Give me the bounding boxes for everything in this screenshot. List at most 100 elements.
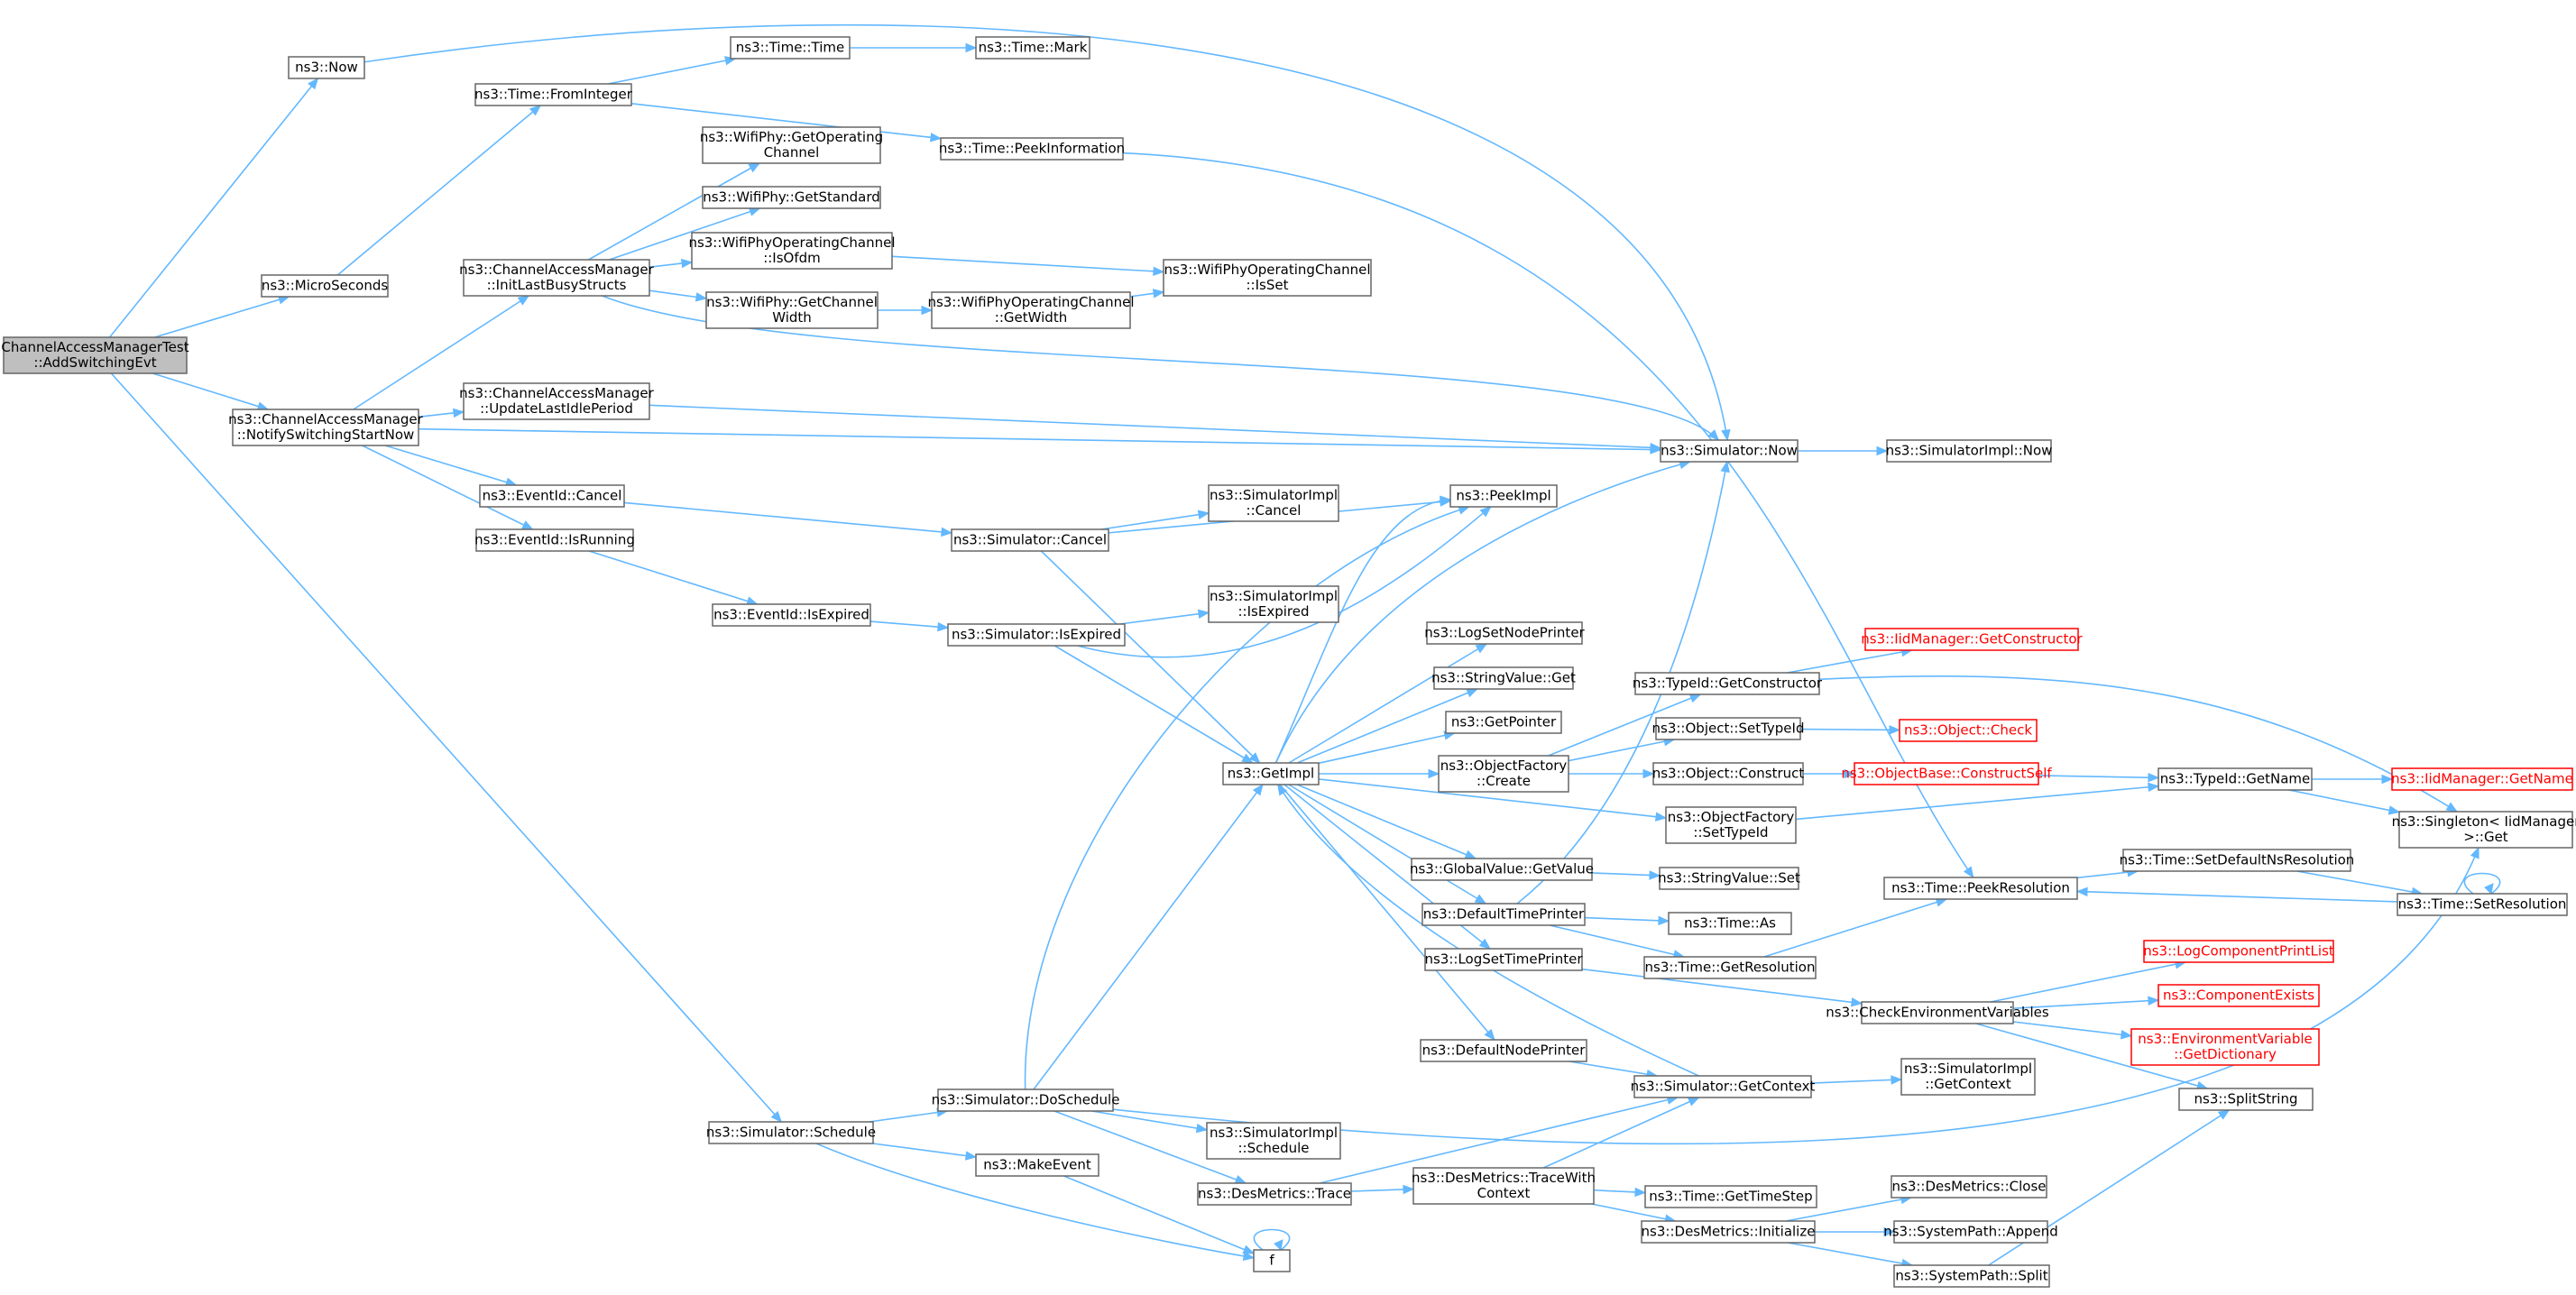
node-gettimestep[interactable]: ns3::Time::GetTimeStep	[1644, 1185, 1817, 1208]
edge-arrowhead	[1274, 1239, 1283, 1252]
node-spappend[interactable]: ns3::SystemPath::Append	[1883, 1220, 2058, 1244]
node-simexpired[interactable]: ns3::Simulator::IsExpired	[947, 623, 1126, 647]
node-timetime[interactable]: ns3::Time::Time	[730, 36, 851, 60]
node-box	[1891, 1175, 2047, 1199]
edge-arrowhead	[1963, 866, 1974, 879]
node-now[interactable]: ns3::Now	[288, 56, 365, 79]
node-constructself[interactable]: ns3::ObjectBase::ConstructSelf	[1841, 762, 2052, 785]
node-simimplnow[interactable]: ns3::SimulatorImpl::Now	[1886, 439, 2053, 463]
node-implexpired[interactable]: ns3::SimulatorImpl::IsExpired	[1208, 585, 1339, 623]
node-timemark[interactable]: ns3::Time::Mark	[975, 36, 1090, 60]
node-label: ns3::Time::GetResolution	[1645, 960, 1816, 976]
node-evcancel[interactable]: ns3::EventId::Cancel	[479, 484, 625, 508]
node-spsplit[interactable]: ns3::SystemPath::Split	[1893, 1264, 2050, 1288]
node-f[interactable]: f	[1253, 1249, 1291, 1272]
node-splitstr[interactable]: ns3::SplitString	[2178, 1088, 2314, 1111]
node-box	[2398, 811, 2573, 849]
node-box	[1864, 628, 2079, 651]
node-compexists[interactable]: ns3::ComponentExists	[2157, 984, 2320, 1007]
node-logsetnode[interactable]: ns3::LogSetNodePrinter	[1424, 621, 1586, 645]
node-label: ::IsExpired	[1238, 603, 1310, 620]
edge-gvget-strset	[1591, 872, 1661, 877]
node-micro[interactable]: ns3::MicroSeconds	[261, 274, 389, 298]
node-iidgetname[interactable]: ns3::IidManager::GetName	[2391, 767, 2573, 791]
node-singleton[interactable]: ns3::Singleton< IidManager >::Get	[2392, 811, 2576, 849]
node-box	[705, 291, 879, 329]
node-iidgetctor[interactable]: ns3::IidManager::GetConstructor	[1861, 628, 2084, 651]
node-objconstruct[interactable]: ns3::Object::Construct	[1652, 762, 1805, 785]
node-dminit[interactable]: ns3::DesMetrics::Initialize	[1641, 1220, 1816, 1244]
edge-objsettype-typegetname	[1795, 785, 2159, 821]
node-typegetname[interactable]: ns3::TypeId::GetName	[2157, 767, 2313, 791]
node-label: ns3::Time::Mark	[979, 40, 1088, 56]
node-getstd[interactable]: ns3::WifiPhy::GetStandard	[702, 186, 881, 209]
node-defnode[interactable]: ns3::DefaultNodePrinter	[1420, 1039, 1587, 1062]
node-label: ns3::ChannelAccessManager	[228, 411, 423, 427]
node-simnow[interactable]: ns3::Simulator::Now	[1660, 439, 1799, 463]
node-gvget[interactable]: ns3::GlobalValue::GetValue	[1410, 858, 1594, 881]
node-deftime[interactable]: ns3::DefaultTimePrinter	[1421, 903, 1586, 926]
node-getptr[interactable]: ns3::GetPointer	[1445, 711, 1562, 734]
node-box	[1899, 719, 2038, 742]
node-implsched[interactable]: ns3::SimulatorImpl::Schedule	[1206, 1122, 1341, 1160]
node-getctx[interactable]: ns3::Simulator::GetContext	[1631, 1075, 1816, 1098]
node-logsettime[interactable]: ns3::LogSetTimePrinter	[1424, 948, 1583, 971]
node-objcheck[interactable]: ns3::Object::Check	[1899, 719, 2038, 742]
node-box	[475, 528, 634, 552]
node-strset[interactable]: ns3::StringValue::Set	[1658, 867, 1800, 890]
node-implcancel[interactable]: ns3::SimulatorImpl::Cancel	[1208, 484, 1339, 522]
node-peekres[interactable]: ns3::Time::PeekResolution	[1883, 877, 2078, 900]
node-typegetctor[interactable]: ns3::TypeId::GetConstructor	[1633, 672, 1823, 695]
node-getwidth[interactable]: ns3::WifiPhyOperatingChannel::GetWidth	[927, 291, 1135, 329]
node-box	[1655, 717, 1801, 740]
node-strget[interactable]: ns3::StringValue::Get	[1431, 666, 1576, 690]
node-box	[1426, 621, 1583, 645]
node-evexpired[interactable]: ns3::EventId::IsExpired	[712, 603, 871, 627]
node-logcomp[interactable]: ns3::LogComponentPrintList	[2143, 940, 2334, 963]
edge-initlast-getstd	[609, 207, 760, 261]
node-isset[interactable]: ns3::WifiPhyOperatingChannel::IsSet	[1163, 259, 1372, 297]
node-label: ns3::Simulator::DoSchedule	[932, 1092, 1120, 1108]
node-notify[interactable]: ns3::ChannelAccessManager::NotifySwitchi…	[228, 409, 424, 446]
node-objsettype[interactable]: ns3::ObjectFactory::SetTypeId	[1665, 806, 1797, 844]
edge-arrowhead	[1474, 894, 1487, 905]
node-box	[474, 83, 632, 106]
node-setdefns[interactable]: ns3::Time::SetDefaultNsResolution	[2120, 849, 2355, 872]
node-initlast[interactable]: ns3::ChannelAccessManager::InitLastBusyS…	[459, 259, 655, 297]
node-timeas[interactable]: ns3::Time::As	[1668, 912, 1792, 935]
node-schedule[interactable]: ns3::Simulator::Schedule	[706, 1121, 876, 1144]
node-dmclose[interactable]: ns3::DesMetrics::Close	[1891, 1175, 2047, 1199]
node-evrunning[interactable]: ns3::EventId::IsRunning	[474, 528, 635, 552]
node-objsettid[interactable]: ns3::Object::SetTypeId	[1652, 717, 1805, 740]
node-fromint[interactable]: ns3::Time::FromInteger	[474, 83, 633, 106]
node-box	[261, 274, 389, 298]
node-label: ns3::IidManager::GetConstructor	[1861, 631, 2083, 648]
node-makeevent[interactable]: ns3::MakeEvent	[975, 1153, 1099, 1177]
node-isofdm[interactable]: ns3::WifiPhyOperatingChannel::IsOfdm	[688, 232, 896, 270]
edge-dmtrace-getctx	[1319, 1097, 1679, 1184]
node-label: ::UpdateLastIdlePeriod	[480, 400, 633, 417]
node-setres[interactable]: ns3::Time::SetResolution	[2397, 893, 2568, 916]
node-box	[463, 382, 650, 420]
node-checkenv[interactable]: ns3::CheckEnvironmentVariables	[1826, 1001, 2049, 1024]
edge-fromint-peekinfo	[630, 102, 942, 140]
node-implctx[interactable]: ns3::SimulatorImpl::GetContext	[1900, 1058, 2036, 1096]
node-objcreate[interactable]: ns3::ObjectFactory::Create	[1438, 755, 1569, 793]
node-dmtrace[interactable]: ns3::DesMetrics::Trace	[1197, 1182, 1352, 1206]
node-updlast[interactable]: ns3::ChannelAccessManager::UpdateLastIdl…	[459, 382, 655, 420]
node-dosched[interactable]: ns3::Simulator::DoSchedule	[932, 1088, 1120, 1112]
node-getimpl[interactable]: ns3::GetImpl	[1222, 762, 1320, 785]
node-getres[interactable]: ns3::Time::GetResolution	[1643, 956, 1817, 979]
node-simcancel[interactable]: ns3::Simulator::Cancel	[951, 528, 1109, 552]
node-root[interactable]: ChannelAccessManagerTest::AddSwitchingEv…	[1, 336, 189, 374]
node-peekimpl[interactable]: ns3::PeekImpl	[1449, 484, 1558, 508]
node-box	[1163, 259, 1372, 297]
node-peekinfo[interactable]: ns3::Time::PeekInformation	[939, 137, 1125, 161]
node-label: ns3::WifiPhy::GetStandard	[703, 189, 880, 206]
node-box	[1421, 903, 1586, 926]
node-envdict[interactable]: ns3::EnvironmentVariable::GetDictionary	[2130, 1028, 2320, 1066]
